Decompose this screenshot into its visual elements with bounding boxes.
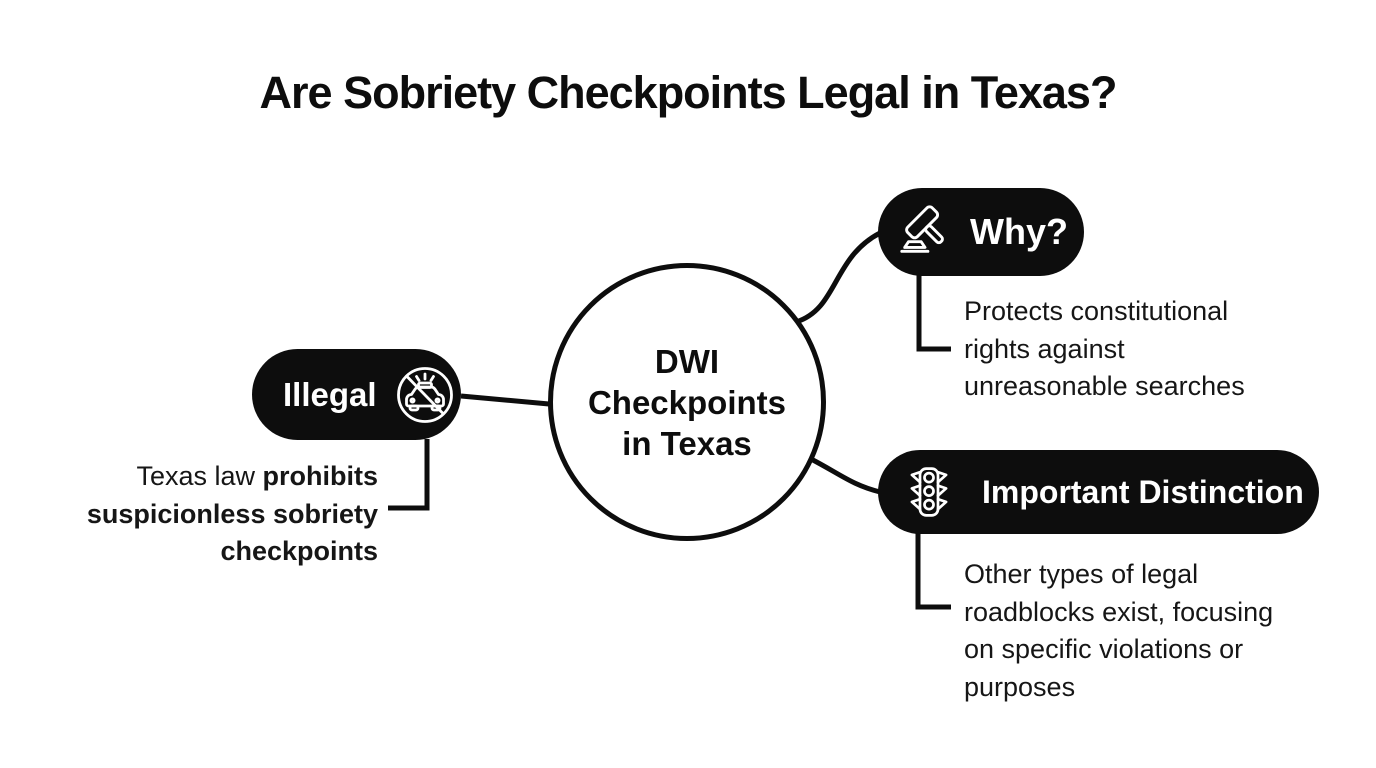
- why-description: Protects constitutional rights against u…: [964, 293, 1245, 406]
- connector-why-to-description: [916, 275, 951, 352]
- illegal-description-normal-text: Texas law: [136, 461, 263, 491]
- illegal-description-line-2: suspicionless sobriety: [86, 498, 378, 529]
- why-node-label: Why?: [970, 211, 1068, 252]
- no-police-car-icon: [393, 363, 457, 427]
- illegal-description-line-3: checkpoints: [220, 536, 378, 566]
- distinction-description-line-1: Other types of legal: [964, 559, 1199, 589]
- gavel-icon: [896, 203, 954, 261]
- distinction-description-line-3: on specific violations or: [964, 634, 1244, 664]
- traffic-light-icon: [902, 465, 956, 519]
- connector-illegal-to-center: [460, 393, 550, 407]
- connector-center-to-why: [795, 230, 882, 325]
- connector-illegal-to-description: [388, 439, 430, 511]
- why-node: Why?: [878, 188, 1084, 276]
- distinction-node: Important Distinction: [878, 450, 1319, 534]
- center-node-line-1: DWI: [654, 342, 720, 380]
- distinction-description: Other types of legal roadblocks exist, f…: [964, 556, 1273, 706]
- center-node-line-2: Checkpoints: [587, 383, 787, 421]
- center-node-line-3: in Texas: [622, 424, 752, 462]
- illegal-description-line-1: Texas law prohibits: [87, 458, 378, 496]
- why-description-line-3: unreasonable searches: [964, 371, 1245, 401]
- distinction-description-line-2: roadblocks exist, focusing: [964, 596, 1274, 627]
- connector-distinction-to-description: [915, 532, 951, 610]
- why-description-line-1: Protects constitutional: [964, 296, 1229, 326]
- illegal-node: Illegal: [252, 349, 461, 440]
- distinction-node-label: Important Distinction: [982, 473, 1304, 510]
- center-node-label: DWI Checkpoints in Texas: [588, 341, 786, 464]
- illegal-description: Texas law prohibits suspicionless sobrie…: [87, 458, 378, 571]
- distinction-description-line-4: purposes: [964, 671, 1076, 702]
- center-node: DWI Checkpoints in Texas: [548, 263, 826, 541]
- connector-center-to-distinction: [809, 456, 881, 495]
- illegal-node-label: Illegal: [283, 375, 377, 413]
- page-title: Are Sobriety Checkpoints Legal in Texas?: [259, 67, 1118, 118]
- illegal-description-bold-text: prohibits: [262, 461, 379, 491]
- why-description-line-2: rights against: [964, 333, 1125, 364]
